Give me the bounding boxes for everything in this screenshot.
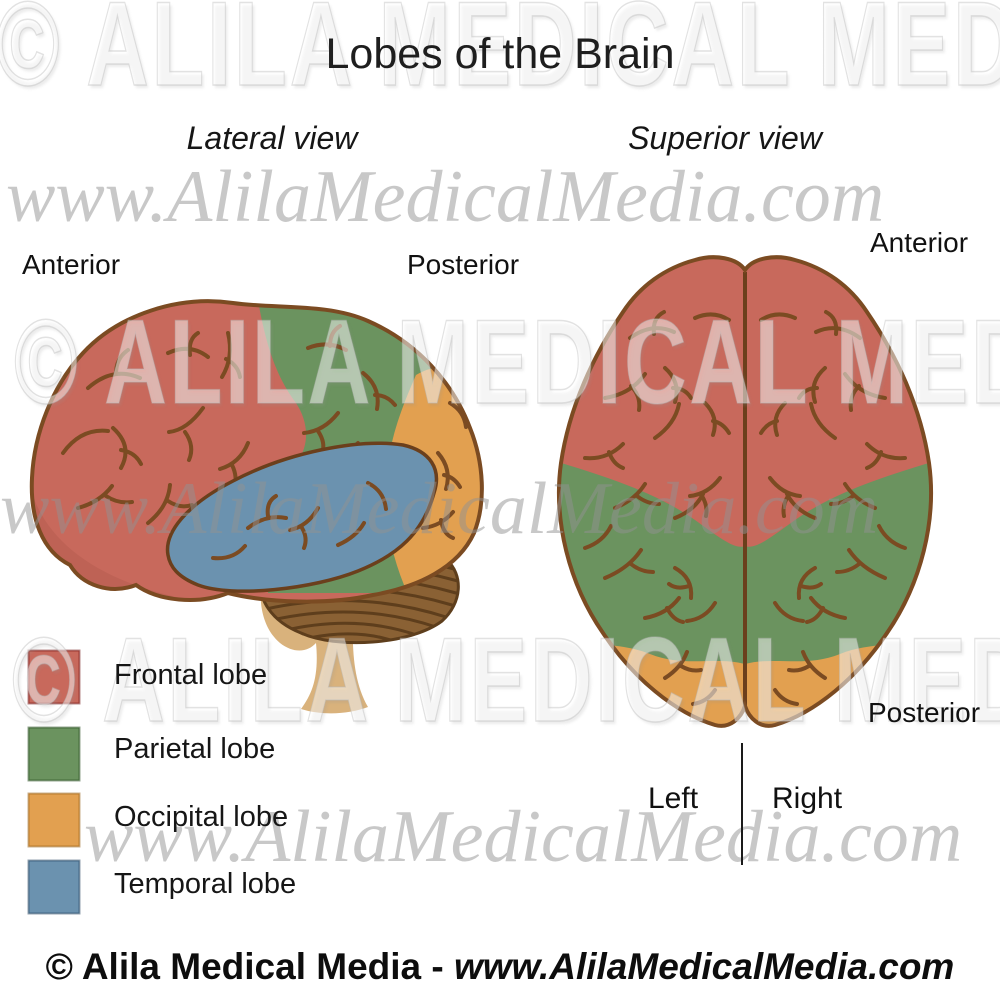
- legend-swatch-occipital: [27, 792, 81, 848]
- lateral-brain-illustration: [29, 299, 484, 714]
- legend-label-frontal: Frontal lobe: [114, 659, 268, 691]
- superior-brain-illustration: [557, 255, 933, 728]
- anterior-label-lateral: Anterior: [22, 249, 121, 280]
- legend-label-occipital: Occipital lobe: [114, 801, 289, 833]
- left-right-divider-line: [741, 743, 743, 865]
- legend-swatch-frontal: [27, 649, 81, 705]
- posterior-label-superior: Posterior: [868, 697, 981, 728]
- credit-text: © Alila Medical Media -: [45, 946, 454, 987]
- legend-swatch-temporal: [27, 859, 81, 915]
- legend-label-temporal: Temporal lobe: [114, 868, 297, 900]
- legend-label-parietal: Parietal lobe: [114, 733, 276, 765]
- copyright-credit: © Alila Medical Media - www.AlilaMedical…: [0, 946, 1000, 988]
- anterior-label-superior: Anterior: [870, 227, 969, 258]
- gyri-lines: [61, 324, 468, 540]
- left-hemisphere-label: Left: [648, 782, 699, 815]
- temporal-gyri-lines: [211, 481, 388, 561]
- superior-view-label: Superior view: [628, 120, 822, 156]
- cerebrum-outline: [29, 299, 484, 604]
- page-title: Lobes of the Brain: [325, 30, 675, 78]
- lateral-view-label: Lateral view: [186, 120, 358, 156]
- superior-outline: [557, 255, 933, 728]
- watermark-url: www.AlilaMedicalMedia.com: [6, 156, 885, 238]
- credit-url: www.AlilaMedicalMedia.com: [454, 946, 955, 987]
- legend-swatch-parietal: [27, 726, 81, 782]
- posterior-label-lateral: Posterior: [407, 249, 520, 280]
- right-hemisphere-label: Right: [772, 782, 843, 815]
